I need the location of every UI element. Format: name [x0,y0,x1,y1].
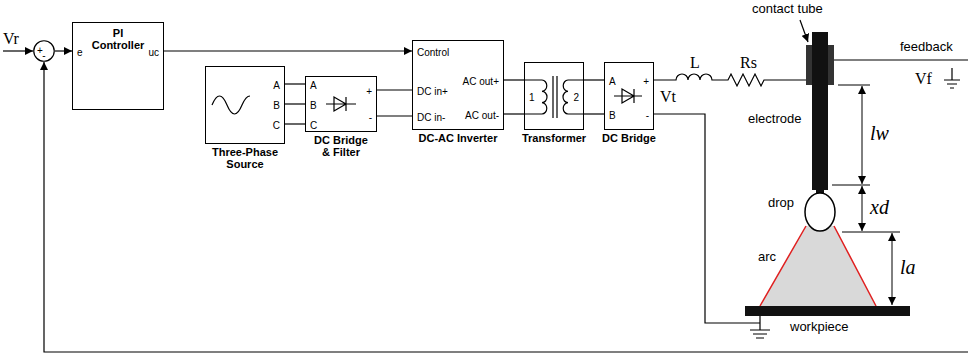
port-label: - [646,110,649,121]
rectifier-block: AB+-DC Bridge [604,62,654,130]
port-label: B [609,110,616,121]
signal-line [55,50,72,51]
signal-line [504,79,524,80]
dimension-label: la [900,256,916,278]
port-label: - [369,112,372,123]
sine-symbol [212,96,250,114]
part-label: workpiece [790,320,849,334]
metal-drop [805,193,835,231]
inductor-label: L [690,54,700,72]
dimension-line [862,86,863,184]
port-label: A [310,80,317,91]
port-label: A [273,80,280,91]
port-label: + [366,86,372,97]
block-label: DC Bridge [594,132,664,144]
part-label: arc [758,250,776,264]
transformer-core [553,76,557,118]
port-label: Control [417,47,449,58]
signal-line [584,79,604,80]
electrode-wire [812,32,828,190]
port-label: + [643,76,649,87]
contact-tube [828,45,834,85]
signal-line [164,50,412,51]
transformer-block: 12Transformer [524,62,584,130]
port-label: DC in- [417,112,445,123]
output-wire [654,74,806,86]
signal-line [285,83,305,84]
ground-symbol [944,68,960,88]
junction-circle [34,41,55,62]
port-label: DC in+ [417,86,448,97]
arc-boundary [760,226,876,306]
port-label: B [273,100,280,111]
dimension-line [862,186,863,231]
ground-symbol [750,316,770,338]
workpiece-plate [745,306,910,316]
resistor-label: Rs [740,54,757,72]
feedback-wire [834,59,968,60]
port-label: C [310,120,317,131]
signal-line [584,113,604,114]
leader-line [800,20,808,42]
port-label: B [310,100,317,111]
signal-line [285,103,305,104]
port-label: A [609,76,616,87]
block-label: Transformer [514,132,594,144]
part-label: electrode [748,112,801,126]
port-label: 1 [529,92,535,103]
block-label: Three-Phase Source [205,146,285,170]
port-label: C [273,120,280,131]
part-label: drop [768,196,794,210]
inverter-block: ControlDC in+DC in-AC out+AC out-DC-AC I… [412,40,504,130]
signal-line [285,123,305,124]
port-label: 2 [573,92,579,103]
block-title: PI Controller [92,27,145,51]
signal-line [504,113,524,114]
dimension-tick [832,85,900,232]
return-wire [654,114,760,323]
dimension-label: lw [870,122,889,144]
source-block: ABCThree-Phase Source [205,66,285,144]
block-label: DC-AC Inverter [403,132,513,144]
port-label: + [37,46,43,56]
signal-line [377,89,412,90]
port-label: AC out- [465,110,499,121]
port-label: e [77,47,83,58]
signal-name: feedback [900,40,953,54]
port-label: - [42,51,45,61]
dimension-label: xd [870,196,889,218]
diode-symbol [326,97,356,111]
contact-tube [806,45,812,85]
feedback-voltage: Vf [915,70,932,88]
block-label: DC Bridge & Filter [310,134,372,158]
controller-block: e ucPI Controller [72,22,164,110]
diode-symbol [614,89,642,103]
port-label: uc [148,47,159,58]
part-label: contact tube [752,2,823,16]
feedback-line [44,62,968,352]
terminal-voltage: Vt [660,88,676,106]
primary-coil [525,80,547,114]
secondary-coil [563,80,583,114]
signal-line [377,115,412,116]
reference-voltage: Vr [3,30,19,48]
dimension-line [892,233,893,305]
summing-junction: +- [33,40,55,62]
reference-line [3,50,33,51]
port-label: AC out+ [463,76,499,87]
arc-region [760,226,876,306]
rectifier-block: ABC+-DC Bridge & Filter [305,76,377,132]
